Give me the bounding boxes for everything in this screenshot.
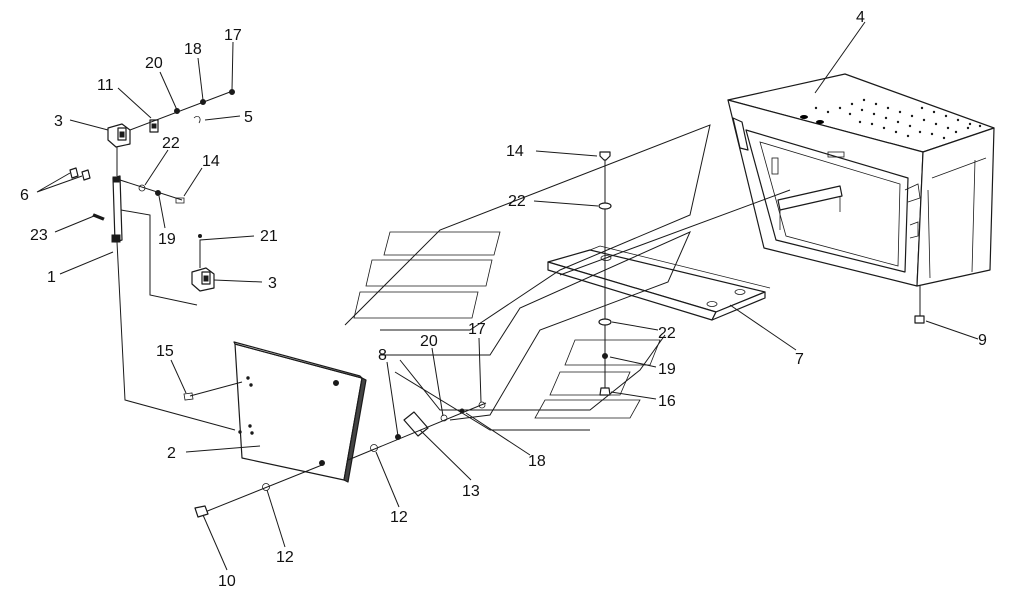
vent-holes — [800, 98, 982, 140]
callout-22: 22 — [658, 325, 676, 342]
callout-21: 21 — [260, 228, 278, 245]
callout-3: 3 — [268, 275, 277, 292]
callout-23: 23 — [30, 227, 48, 244]
part-enclosure-box — [727, 73, 995, 287]
callout-19: 19 — [158, 231, 176, 248]
part-6-tabs — [69, 167, 91, 181]
callout-18: 18 — [528, 453, 546, 470]
callout-15: 15 — [156, 343, 174, 360]
part-door-panel — [233, 341, 367, 483]
callout-20: 20 — [420, 333, 438, 350]
part-clip-upper — [107, 123, 131, 148]
callout-5: 5 — [244, 109, 253, 126]
callout-14: 14 — [202, 153, 220, 170]
callout-16: 16 — [658, 393, 676, 410]
callout-17: 17 — [468, 321, 486, 338]
hardware-upper — [92, 89, 235, 238]
callout-20: 20 — [145, 55, 163, 72]
callout-22: 22 — [508, 193, 526, 210]
callout-10: 10 — [218, 573, 236, 590]
callout-2: 2 — [167, 445, 176, 462]
hardware-stack — [598, 151, 925, 396]
callout-1: 1 — [47, 269, 56, 286]
callout-12: 12 — [390, 509, 408, 526]
hardware-hinge — [347, 401, 487, 461]
callout-18: 18 — [184, 41, 202, 58]
part-latch-rod — [111, 140, 236, 431]
callout-7: 7 — [795, 351, 804, 368]
callout-14: 14 — [506, 143, 524, 160]
callout-9: 9 — [978, 332, 987, 349]
callout-3: 3 — [54, 113, 63, 130]
callout-labels: 4 17 18 20 11 5 3 22 14 6 23 19 21 1 3 1… — [20, 9, 987, 590]
part-11-clip — [149, 119, 159, 133]
hardware-15-bolt — [183, 381, 243, 401]
callout-12: 12 — [276, 549, 294, 566]
callout-4: 4 — [856, 9, 865, 26]
leader-lines — [36, 21, 979, 571]
part-bracket — [547, 245, 771, 321]
ghost-panels — [344, 124, 791, 431]
callout-6: 6 — [20, 187, 29, 204]
callout-8: 8 — [378, 347, 387, 364]
part-clip-lower — [191, 267, 215, 292]
callout-11: 11 — [97, 77, 114, 94]
callout-19: 19 — [658, 361, 676, 378]
callout-22: 22 — [162, 135, 180, 152]
callout-17: 17 — [224, 27, 242, 44]
callout-13: 13 — [462, 483, 480, 500]
hardware-lower — [194, 464, 323, 518]
